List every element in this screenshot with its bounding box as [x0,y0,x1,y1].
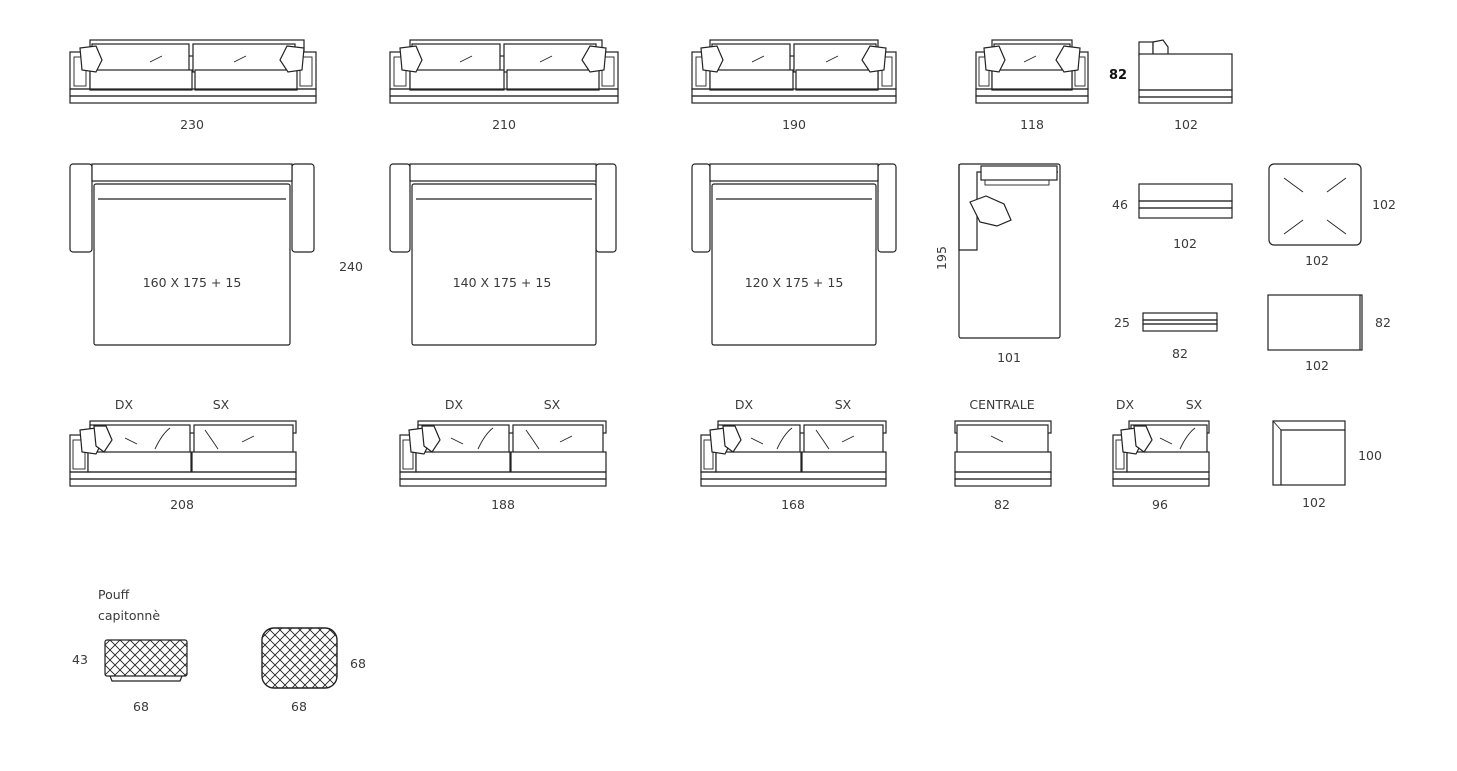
corner-width-102: 102 [1302,495,1326,510]
dim-188: 188 [491,497,515,512]
pouf-height-43: 43 [72,652,88,667]
bed-size-160: 160 X 175 + 15 [143,275,242,290]
module-168-front [700,420,887,487]
thin-height-25: 25 [1114,315,1130,330]
label-sx-188: SX [544,397,561,412]
thin-width-82: 82 [1172,346,1188,361]
label-sx-96: SX [1186,397,1203,412]
sofa-230-front [69,39,317,104]
armchair-118-front [975,39,1089,104]
label-dx-188: DX [445,397,464,412]
module-82-centrale-front [954,420,1052,487]
bed-160-plan [69,163,315,346]
corner-module-plan [1272,420,1346,486]
dim-168: 168 [781,497,805,512]
bed-size-120: 120 X 175 + 15 [745,275,844,290]
thin-block-82 [1142,312,1218,332]
module-96-front [1112,420,1210,487]
pouf-depth-68-top: 68 [350,656,366,671]
corner-height-100: 100 [1358,448,1382,463]
chaise-longue-plan [958,163,1061,339]
label-sx-168: SX [835,397,852,412]
module-208-front [69,420,297,487]
module-188-front [399,420,607,487]
rect-width-102: 102 [1305,358,1329,373]
dim-230: 230 [180,117,204,132]
chaise-height-195: 195 [934,246,949,270]
bed-size-140: 140 X 175 + 15 [453,275,552,290]
pouf-width-68-top: 68 [291,699,307,714]
label-dx-168: DX [735,397,754,412]
height-82: 82 [1109,68,1127,83]
pouf-width-68-side: 68 [133,699,149,714]
dim-102-top: 102 [1174,117,1198,132]
seat-height-46: 46 [1112,197,1128,212]
dim-210: 210 [492,117,516,132]
rect-height-82: 82 [1375,315,1391,330]
chaise-width-101: 101 [997,350,1021,365]
dim-190: 190 [782,117,806,132]
square-module-plan [1268,163,1362,246]
seat-block-102 [1138,183,1233,219]
bed-140-plan [389,163,617,346]
dim-118: 118 [1020,117,1044,132]
pouf-top-view [261,627,338,689]
label-sx-208: SX [213,397,230,412]
sofa-210-front [389,39,619,104]
dim-82-bottom: 82 [994,497,1010,512]
pouf-side-view [104,639,188,682]
dim-96: 96 [1152,497,1168,512]
label-dx-96: DX [1116,397,1135,412]
label-centrale: CENTRALE [969,397,1034,412]
rect-module-plan [1267,294,1363,351]
bed-120-plan [691,163,897,346]
square-height-102: 102 [1372,197,1396,212]
depth-240: 240 [339,259,363,274]
pouf-title-line1: Pouff [98,587,130,602]
label-dx-208: DX [115,397,134,412]
module-102-side [1138,39,1233,104]
dim-208: 208 [170,497,194,512]
sofa-190-front [691,39,897,104]
pouf-title-line2: capitonnè [98,608,160,623]
seat-width-102: 102 [1173,236,1197,251]
square-width-102: 102 [1305,253,1329,268]
